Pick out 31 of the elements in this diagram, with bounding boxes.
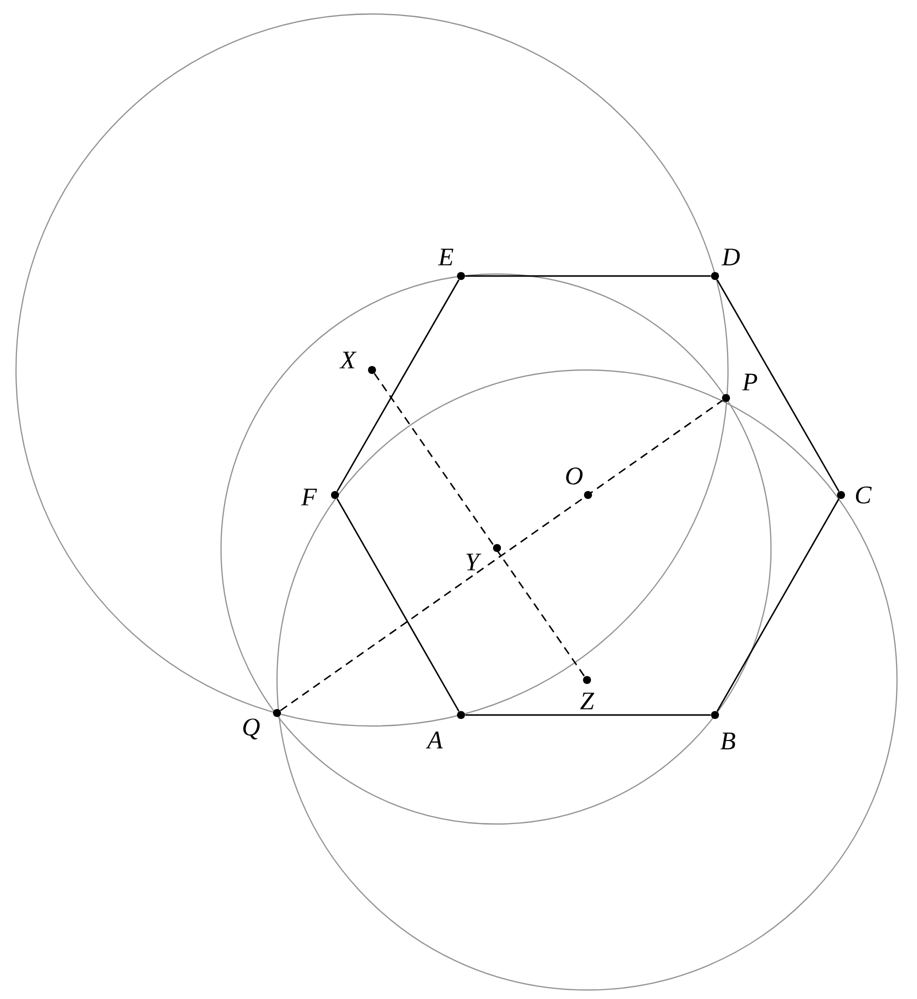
segment [336,279,460,492]
dashed-line [374,373,586,677]
point-label: D [722,248,740,266]
point-dot [711,711,719,719]
segment [336,498,460,712]
point-label: E [438,248,454,266]
point-label: P [742,374,758,390]
point-dot [837,491,845,499]
point-label: B [720,732,736,750]
point-dot [331,491,339,499]
segment [716,498,840,712]
point-dot [583,676,591,684]
point-dot [722,394,730,402]
point-label: A [426,732,443,748]
point-dot [457,272,465,280]
point-label: X [339,352,357,368]
point-label: O [566,468,583,485]
point-label: F [301,488,317,506]
segment [716,279,840,492]
point-label: C [856,486,872,504]
point-dot [711,272,719,280]
segment [465,275,711,277]
point-label: Y [466,554,482,570]
point-dot [273,709,281,717]
point-dot [493,544,501,552]
point-label: Q [243,718,260,740]
point-dot [368,366,376,374]
segment [465,714,711,716]
point-dot [457,711,465,719]
point-dot [584,491,592,499]
point-label: Z [580,692,594,710]
